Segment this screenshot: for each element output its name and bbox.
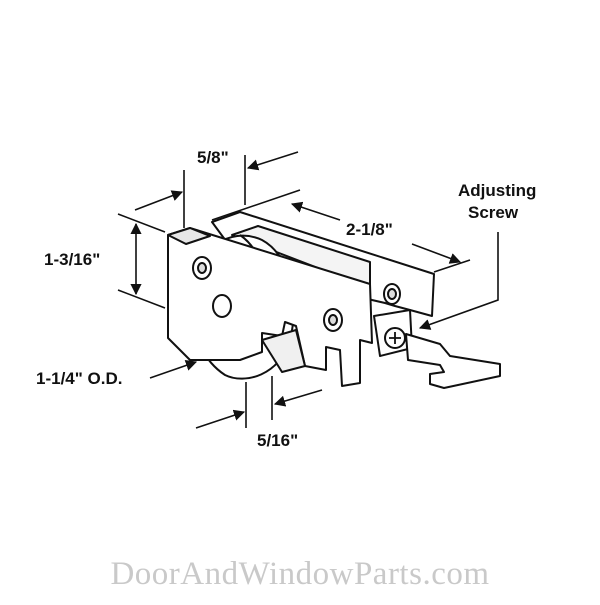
label-wheel-od: 1-1/4" O.D. <box>36 369 122 388</box>
arrow-5-8-right <box>246 151 299 171</box>
dimension-lines <box>117 151 499 429</box>
hole-front-center <box>212 294 232 318</box>
front-plate-bevel <box>167 227 211 245</box>
adjusting-tab <box>405 333 501 389</box>
label-width-5-8: 5/8" <box>197 148 229 167</box>
ext-2-1-8-right <box>433 259 471 273</box>
ext-2-1-8-left <box>211 189 301 221</box>
label-wheel-width-5-16: 5/16" <box>257 431 298 450</box>
arrow-2-1-8-left <box>290 201 341 221</box>
hole-rear-right-inner <box>387 288 397 300</box>
arrow-5-16-right <box>273 389 323 407</box>
label-length-2-1-8: 2-1/8" <box>346 220 393 239</box>
label-height-1-3-16: 1-3/16" <box>44 250 100 269</box>
hole-front-left-inner <box>197 262 207 274</box>
dimension-labels: 5/8" 2-1/8" 1-3/16" 1-1/4" O.D. 5/16" Ad… <box>36 148 536 450</box>
arrow-1-1-4-od <box>149 360 198 379</box>
ext-1-3-16-bottom <box>117 289 166 309</box>
callout-line-1: Adjusting <box>458 181 536 200</box>
callout-leader <box>418 232 499 330</box>
front-plate <box>167 227 373 387</box>
callout-line-2: Screw <box>468 203 519 222</box>
arrow-2-1-8-right <box>411 243 462 264</box>
hole-front-right-inner <box>328 314 338 326</box>
arrow-5-16-left <box>195 409 246 429</box>
roller-part <box>167 211 501 389</box>
arrow-5-8-left <box>134 190 184 211</box>
watermark-text: DoorAndWindowParts.com <box>110 556 490 592</box>
bottom-flange <box>261 329 306 373</box>
screw-slot <box>389 332 401 344</box>
ext-1-3-16-top <box>117 213 166 233</box>
